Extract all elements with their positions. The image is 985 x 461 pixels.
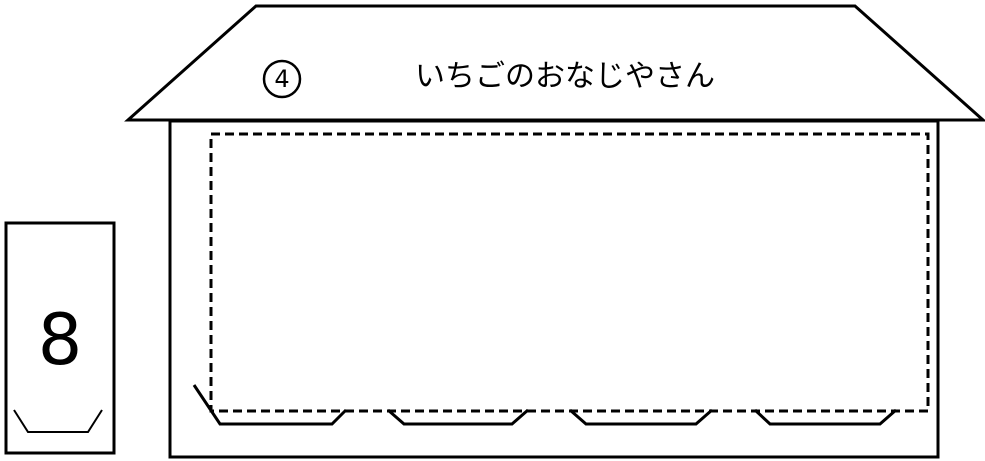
card-number: 8	[37, 299, 83, 381]
card-pocket	[13, 409, 103, 433]
pocket-2	[387, 408, 529, 426]
roof-number-circle	[262, 59, 302, 99]
house-body	[168, 119, 940, 459]
dashed-cut-line	[209, 132, 930, 413]
pocket-4	[753, 408, 897, 426]
number-card	[4, 221, 116, 455]
house-number: 4	[274, 65, 290, 93]
pocket-1	[192, 384, 348, 426]
house-title: いちごのおなじやさん	[415, 59, 715, 94]
pocket-3	[569, 408, 713, 426]
